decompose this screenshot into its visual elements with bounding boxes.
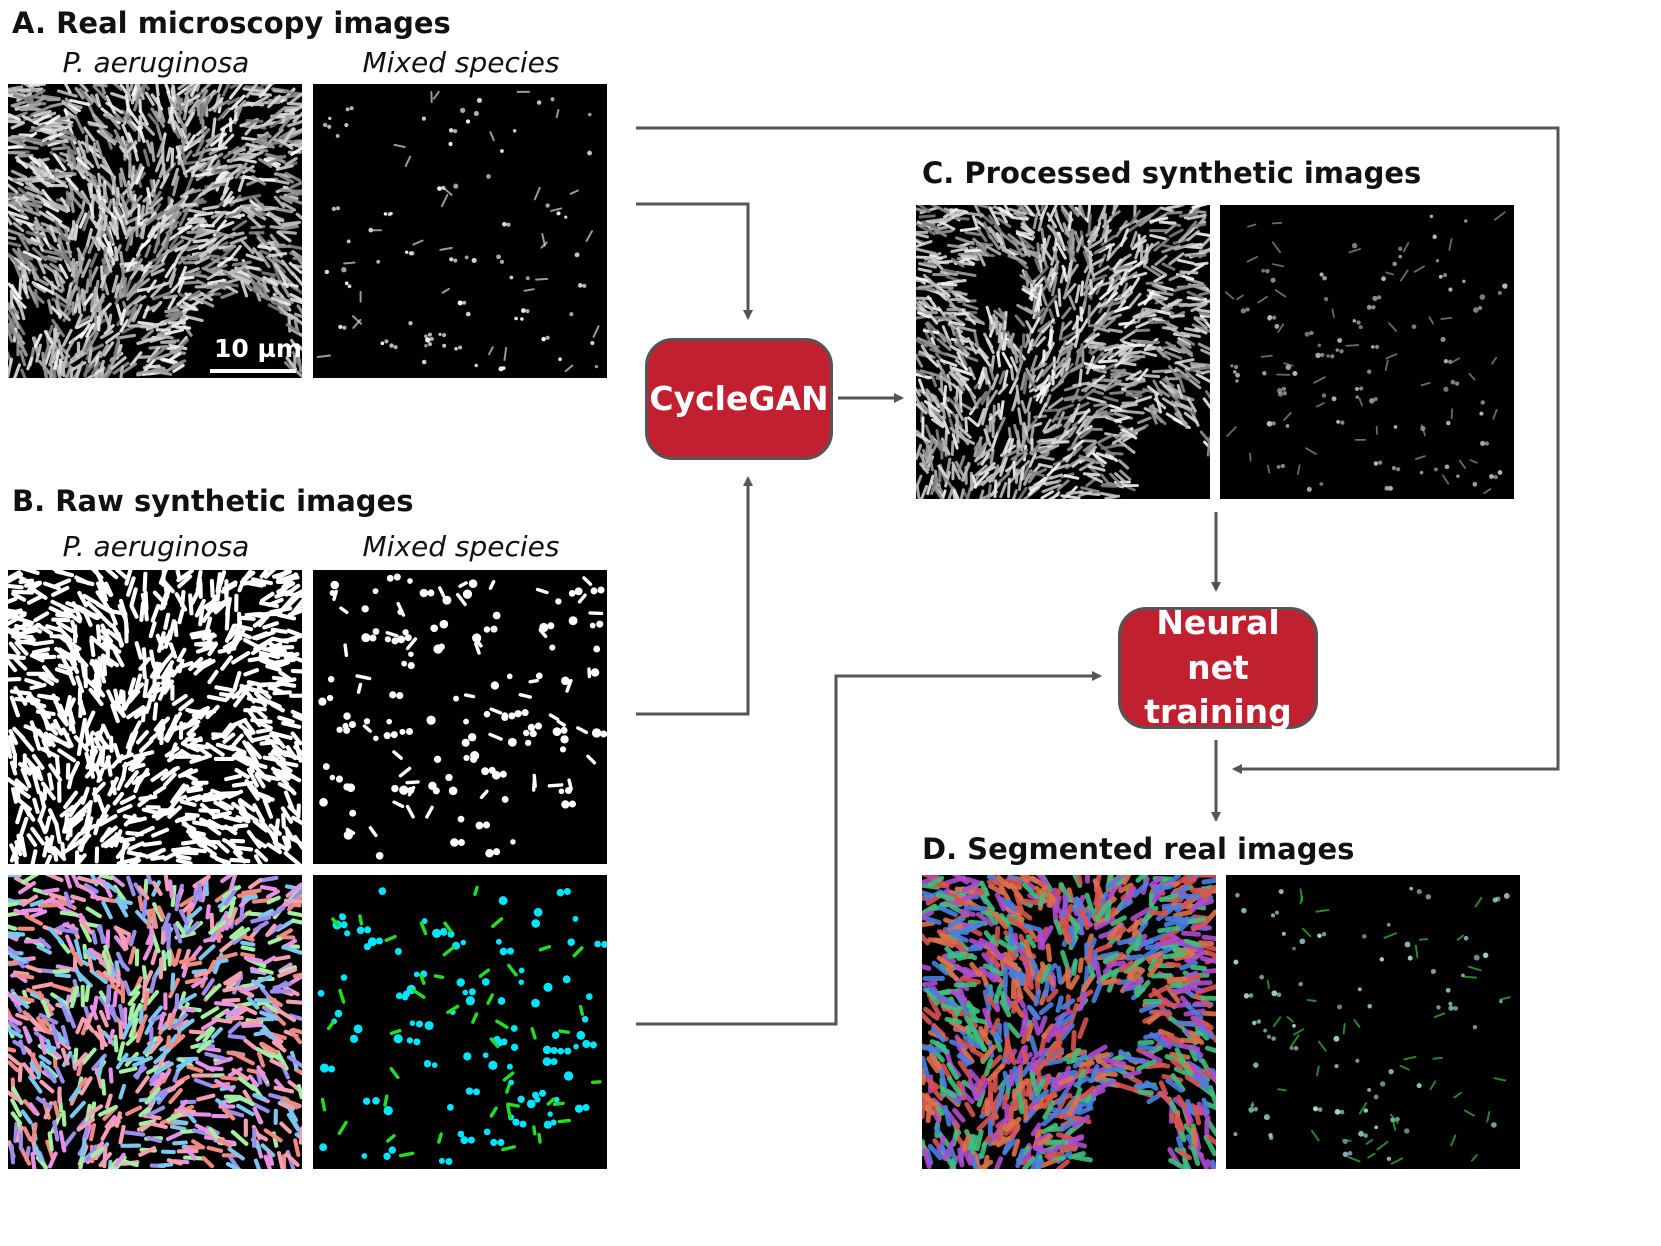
- neural-net-training-node: Neural net training: [1118, 603, 1318, 731]
- section-a-right-caption: Mixed species: [362, 46, 560, 79]
- cyclegan-node: CycleGAN: [645, 338, 833, 460]
- section-c-title: C. Processed synthetic images: [922, 156, 1422, 190]
- scale-bar-label: 10 µm: [214, 334, 302, 363]
- arrow-real-to-cyclegan: [636, 202, 753, 320]
- section-d-title: D. Segmented real images: [922, 832, 1355, 866]
- section-b-right-caption: Mixed species: [362, 530, 560, 563]
- segmented-real-pa-image: [922, 875, 1216, 1169]
- raw-synthetic-pa-image: [8, 570, 302, 864]
- section-a-left-caption: P. aeruginosa: [62, 46, 250, 79]
- real-pa-image: [8, 84, 302, 378]
- synthetic-mixed-mask-image: [313, 875, 607, 1169]
- arrow-raw-to-cyclegan: [636, 476, 753, 716]
- cyclegan-label: CycleGAN: [649, 378, 829, 418]
- real-mixed-image: [313, 84, 607, 378]
- processed-synthetic-pa-image: [916, 205, 1210, 499]
- section-b-left-caption: P. aeruginosa: [62, 530, 250, 563]
- segmented-real-mixed-image: [1226, 875, 1520, 1169]
- raw-synthetic-mixed-image: [313, 570, 607, 864]
- synthetic-pa-mask-image: [8, 875, 302, 1169]
- section-a-title: A. Real microscopy images: [12, 6, 451, 40]
- scale-bar: [210, 369, 296, 373]
- section-b-title: B. Raw synthetic images: [12, 484, 414, 518]
- processed-synthetic-mixed-image: [1220, 205, 1514, 499]
- neural-net-training-label: Neural net training: [1144, 603, 1292, 732]
